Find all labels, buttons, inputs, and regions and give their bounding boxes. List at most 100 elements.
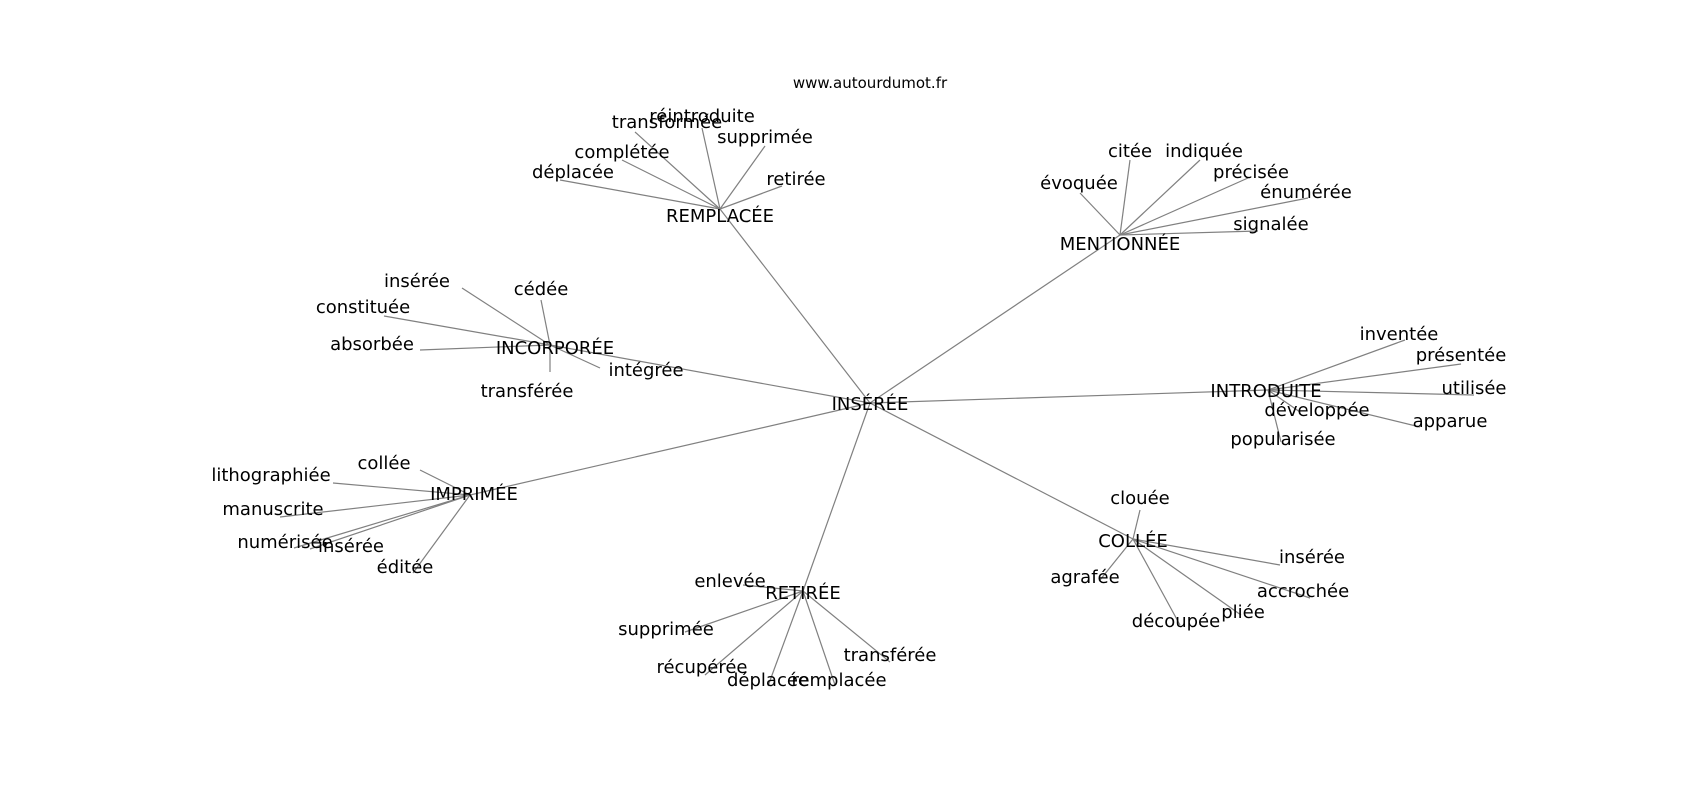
edge-collee-5 <box>1132 538 1242 616</box>
edge-retiree-4 <box>767 590 804 687</box>
edge-remplacee-5 <box>719 185 783 210</box>
edge-incorporee-1 <box>540 299 551 346</box>
leaf-node-retiree-3: transférée <box>844 645 937 666</box>
leaf-node-remplacee-5: retirée <box>766 169 825 190</box>
leaf-node-imprimee-2: manuscrite <box>222 499 323 520</box>
leaf-node-remplacee-1: réintroduite <box>649 106 755 127</box>
leaf-node-introduite-3: développée <box>1264 400 1369 421</box>
edges-layer <box>279 127 1475 687</box>
leaf-node-imprimee-4: insérée <box>318 536 384 557</box>
edge-mentionnee-1 <box>1119 159 1201 236</box>
edge-incorporee-0 <box>461 287 551 346</box>
edge-imprimee-2 <box>279 494 471 518</box>
leaf-node-remplacee-2: supprimée <box>717 127 813 148</box>
leaf-node-incorporee-2: constituée <box>316 297 410 318</box>
leaf-node-collee-3: accrochée <box>1257 581 1349 602</box>
edge-center-imprimee <box>469 402 871 496</box>
edge-imprimee-3 <box>293 494 471 549</box>
edge-mentionnee-3 <box>1119 177 1249 236</box>
cluster-node-retiree: RETIRÉE <box>765 582 840 604</box>
leaf-node-imprimee-1: lithographiée <box>211 465 330 486</box>
edge-collee-2 <box>1099 538 1134 581</box>
leaf-node-mentionnee-4: énumérée <box>1260 182 1352 203</box>
leaf-node-incorporee-4: intégrée <box>608 360 683 381</box>
leaf-node-mentionnee-3: précisée <box>1213 162 1289 183</box>
center-node: INSÉRÉE <box>832 393 909 415</box>
edge-mentionnee-4 <box>1119 197 1309 236</box>
leaf-node-retiree-4: déplacée <box>727 670 809 691</box>
leaf-node-mentionnee-1: indiquée <box>1165 141 1243 162</box>
leaf-node-remplacee-4: déplacée <box>532 162 614 183</box>
edge-introduite-5 <box>1267 389 1282 443</box>
leaf-node-introduite-5: popularisée <box>1230 429 1335 450</box>
edge-retiree-1 <box>684 590 804 633</box>
edge-introduite-2 <box>1267 389 1475 396</box>
leaf-node-retiree-5: remplacée <box>791 670 886 691</box>
edge-introduite-1 <box>1267 363 1462 391</box>
edge-retiree-3 <box>802 590 891 663</box>
leaf-node-retiree-0: enlevée <box>694 571 765 592</box>
edge-mentionnee-0 <box>1119 159 1131 236</box>
edge-retiree-2 <box>704 590 804 676</box>
leaf-node-collee-2: agrafée <box>1050 567 1119 588</box>
edge-incorporee-3 <box>419 344 551 351</box>
edge-collee-3 <box>1132 538 1311 599</box>
leaf-node-collee-4: découpée <box>1132 611 1220 632</box>
leaf-node-introduite-1: présentée <box>1416 345 1507 366</box>
edge-imprimee-5 <box>412 494 471 574</box>
edge-center-incorporee <box>549 344 871 404</box>
edge-collee-1 <box>1132 538 1281 566</box>
cluster-node-introduite: INTRODUITE <box>1210 381 1321 402</box>
leaf-node-collee-0: clouée <box>1110 488 1169 509</box>
leaf-node-imprimee-3: numérisée <box>237 532 332 553</box>
edge-remplacee-0 <box>634 131 721 210</box>
edge-center-retiree <box>802 402 871 592</box>
edge-center-collee <box>869 402 1134 540</box>
cluster-node-collee: COLLÉE <box>1098 530 1168 552</box>
edge-introduite-3 <box>1267 389 1301 413</box>
leaf-node-collee-5: pliée <box>1221 602 1265 623</box>
edge-retiree-0 <box>742 584 804 592</box>
edge-center-remplacee <box>719 208 871 404</box>
leaf-node-mentionnee-0: citée <box>1108 141 1152 162</box>
leaf-node-incorporee-0: insérée <box>384 271 450 292</box>
edge-center-mentionnee <box>869 234 1121 404</box>
leaf-node-incorporee-5: transférée <box>481 381 574 402</box>
leaf-node-collee-1: insérée <box>1279 547 1345 568</box>
edge-incorporee-4 <box>549 344 601 369</box>
cluster-node-incorporee: INCORPORÉE <box>496 337 614 359</box>
edge-retiree-5 <box>802 590 836 686</box>
edge-collee-4 <box>1132 538 1181 626</box>
leaf-node-mentionnee-5: signalée <box>1233 214 1308 235</box>
leaf-node-incorporee-1: cédée <box>514 279 569 300</box>
watermark-text: www.autourdumot.fr <box>793 74 948 92</box>
leaf-node-introduite-0: inventée <box>1360 324 1439 345</box>
edge-imprimee-1 <box>332 482 471 496</box>
edge-remplacee-3 <box>621 159 721 210</box>
leaf-node-incorporee-3: absorbée <box>330 334 414 355</box>
leaf-node-remplacee-0: transformée <box>612 112 722 133</box>
edge-mentionnee-2 <box>1079 192 1121 236</box>
edge-remplacee-4 <box>559 179 721 210</box>
leaf-node-remplacee-3: complétée <box>574 142 669 163</box>
edge-mentionnee-5 <box>1119 230 1259 236</box>
edge-introduite-4 <box>1267 389 1421 428</box>
leaf-node-retiree-2: récupérée <box>656 657 747 678</box>
cluster-node-imprimee: IMPRIMÉE <box>430 483 518 505</box>
edge-incorporee-2 <box>383 315 551 346</box>
edge-remplacee-1 <box>701 127 721 210</box>
leaf-node-mentionnee-2: évoquée <box>1040 173 1118 194</box>
edge-remplacee-2 <box>719 145 766 210</box>
edge-imprimee-4 <box>309 494 471 550</box>
cluster-node-remplacee: REMPLACÉE <box>666 205 774 227</box>
cluster-node-mentionnee: MENTIONNÉE <box>1060 233 1181 255</box>
leaf-node-retiree-1: supprimée <box>618 619 714 640</box>
edge-imprimee-0 <box>419 469 471 496</box>
leaf-node-introduite-4: apparue <box>1413 411 1488 432</box>
leaf-node-introduite-2: utilisée <box>1442 378 1507 399</box>
edge-collee-0 <box>1132 509 1141 540</box>
labels-layer: www.autourdumot.fr INSÉRÉE REMPLACÉE tran… <box>211 74 1506 691</box>
leaf-node-imprimee-0: collée <box>357 453 410 474</box>
edge-introduite-0 <box>1267 339 1406 391</box>
